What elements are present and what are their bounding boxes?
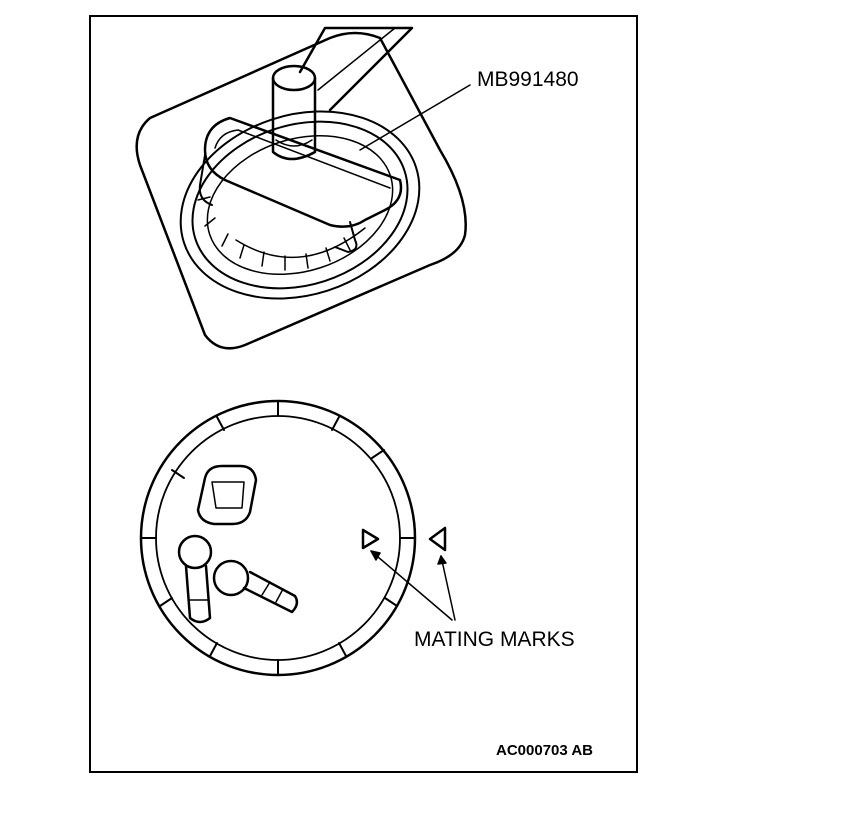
figure-frame	[89, 15, 638, 773]
mating-mark-tank	[428, 526, 447, 552]
mating-mark-pump	[361, 528, 380, 550]
tool-leader-line	[359, 84, 471, 151]
electrical-connector	[196, 464, 258, 526]
tool-label: MB991480	[477, 68, 579, 91]
pump-flange-outer-ring	[139, 399, 417, 677]
fuel-tank-cover-plate	[135, 31, 467, 350]
mating-marks-leader-lines	[370, 550, 456, 621]
fuel-hose-nipple-right	[212, 559, 299, 614]
mating-marks-label: MATING MARKS	[414, 628, 575, 651]
fuel-hose-nipple-left	[177, 534, 213, 624]
retaining-ring	[179, 110, 421, 300]
figure-code: AC000703 AB	[496, 742, 593, 759]
mb991480-special-tool	[198, 26, 414, 253]
